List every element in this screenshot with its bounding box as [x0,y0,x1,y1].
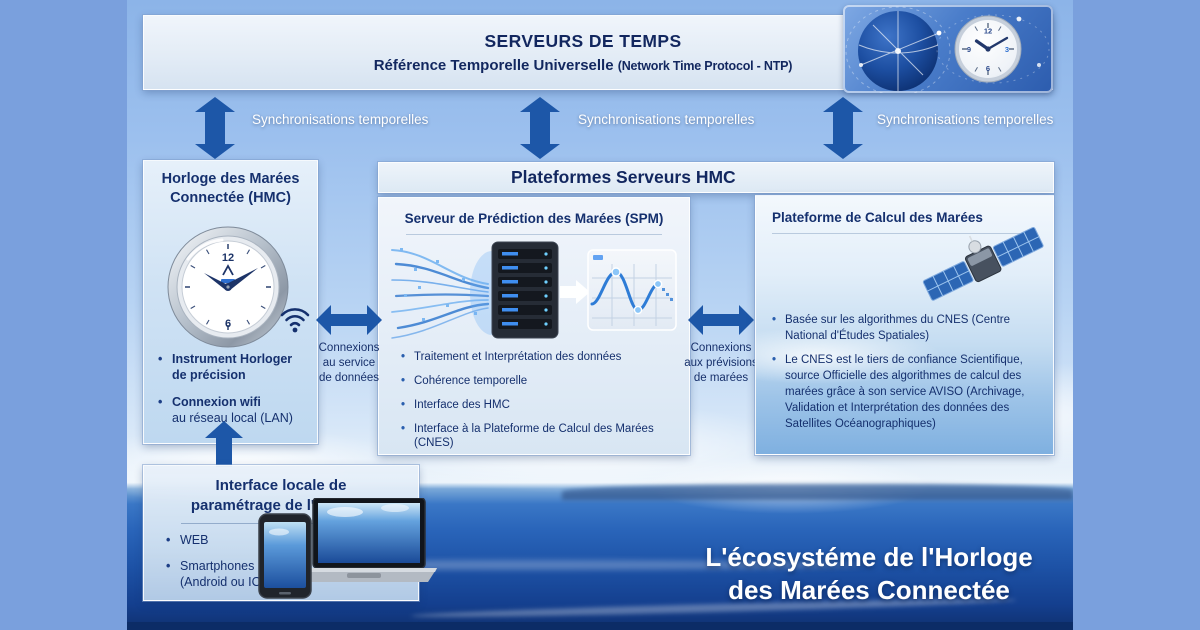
label-line: aux prévisions [684,357,758,369]
wifi-icon [280,308,310,333]
label-line: de données [318,372,380,384]
clock-numeral: 3 [1005,45,1009,54]
sync-label-1: Synchronisations temporelles [252,112,429,127]
globe-clock-artwork: 12 3 6 9 [843,5,1053,93]
divider [772,233,1037,234]
label-line: de marées [693,372,749,384]
list-item: Interface des HMC [401,398,689,412]
bottom-navy-strip [127,622,1073,630]
label-line: au service [322,357,376,369]
double-arrow-icon [195,97,235,159]
smartphone-laptop-artwork [258,498,437,599]
server-rack-icon [391,241,677,339]
banner-title: SERVEURS DE TEMPS [484,31,682,51]
laptop-icon [292,498,437,582]
hmc-bullet-list: Instrument Horloger de précision Connexi… [158,351,293,437]
ecosystem-title-line2: des Marées Connectée [728,575,1010,605]
tide-clock-icon: 12 6 [167,226,289,348]
list-item: Instrument Horloger de précision [158,351,293,383]
analog-clock-icon: 12 3 6 9 [954,15,1022,83]
divider [406,234,662,235]
double-arrow-icon [823,97,863,159]
ecosystem-title-line1: L'écosystéme de l'Horloge [705,542,1033,572]
bullet-text: Smartphones [180,559,255,573]
bullet-text: au réseau local (LAN) [172,411,293,425]
connection-label-left: Connexions au service de données [312,341,386,386]
clock-numeral: 9 [967,45,971,54]
flow-arrow-icon [560,280,590,304]
list-item: Cohérence temporelle [401,374,689,388]
clock-numeral: 6 [225,318,231,330]
bullet-text: (Android ou IOS) [180,575,274,589]
list-item: Basée sur les algorithmes du CNES (Centr… [772,312,1040,344]
platforms-header-title: Plateformes Serveurs HMC [511,167,736,187]
coastline-silhouette [562,484,1073,500]
tide-chart-icon [587,249,677,331]
banner-subtitle: Référence Temporelle Universelle (Networ… [374,57,793,74]
satellite-icon [922,226,1044,301]
solar-panel [992,226,1044,267]
label-line: Connexions [690,342,752,354]
list-item: Traitement et Interprétation des données [401,350,689,364]
data-stream-lines [391,249,490,339]
wave-foam [202,560,865,570]
double-arrow-icon [520,97,560,159]
calc-title: Plateforme de Calcul des Marées [772,210,983,225]
spm-title: Serveur de Prédiction des Marées (SPM) [404,211,664,226]
label-line: Connexions [318,342,380,354]
connection-label-right: Connexions aux prévisions de marées [678,341,764,386]
double-arrow-icon [316,305,382,335]
banner-subtitle-note: (Network Time Protocol - NTP) [617,59,793,73]
sync-label-2: Synchronisations temporelles [578,112,755,127]
smartphone-icon [258,513,312,599]
spm-bullet-list: Traitement et Interprétation des données… [401,350,689,460]
list-item: WEB [166,532,274,548]
list-item: Connexion wifi au réseau local (LAN) [158,394,293,426]
hmc-title: Horloge des Marées Connectée (HMC) [144,161,317,208]
hmc-title-line1: Horloge des Marées [161,171,300,187]
bullet-text: Connexion wifi [172,395,261,409]
iface-bullet-list: WEB Smartphones (Android ou IOS) [166,532,274,600]
hmc-clock-box: Horloge des Marées Connectée (HMC) [143,160,318,444]
globe-network-icon: 12 3 6 9 [845,6,1050,93]
data-dots [400,248,477,321]
bullet-text: WEB [180,533,209,547]
iface-title-line1: Interface locale de [215,477,347,494]
list-item: Smartphones (Android ou IOS) [166,558,274,590]
clock-numeral: 6 [986,64,990,73]
bullet-text: de précision [172,368,246,382]
spm-server-box: Serveur de Prédiction des Marées (SPM) [378,197,690,455]
ecosystem-title: L'écosystéme de l'Horloge des Marées Con… [649,541,1073,607]
platforms-header-bar: Plateformes Serveurs HMC [378,162,1054,193]
bullet-text: Instrument Horloger [172,352,293,366]
server-slots [498,249,552,329]
up-arrow-icon [205,421,243,467]
list-item: Le CNES est le tiers de confiance Scient… [772,352,1040,432]
ocean-sky-photo-background: SERVEURS DE TEMPS Référence Temporelle U… [127,0,1073,630]
double-arrow-icon [688,305,754,335]
list-item: Interface à la Plateforme de Calcul des … [401,422,689,450]
sync-label-3: Synchronisations temporelles [877,112,1054,127]
clock-numeral: 12 [984,27,992,36]
solar-panel [922,261,974,301]
clock-numeral: 12 [222,252,234,264]
banner-subtitle-main: Référence Temporelle Universelle [373,57,614,74]
brand-logo-mark [222,264,234,276]
calc-platform-box: Plateforme de Calcul des Marées [755,195,1054,455]
hmc-title-line2: Connectée (HMC) [170,190,291,206]
calc-bullet-list: Basée sur les algorithmes du CNES (Centr… [772,312,1040,440]
